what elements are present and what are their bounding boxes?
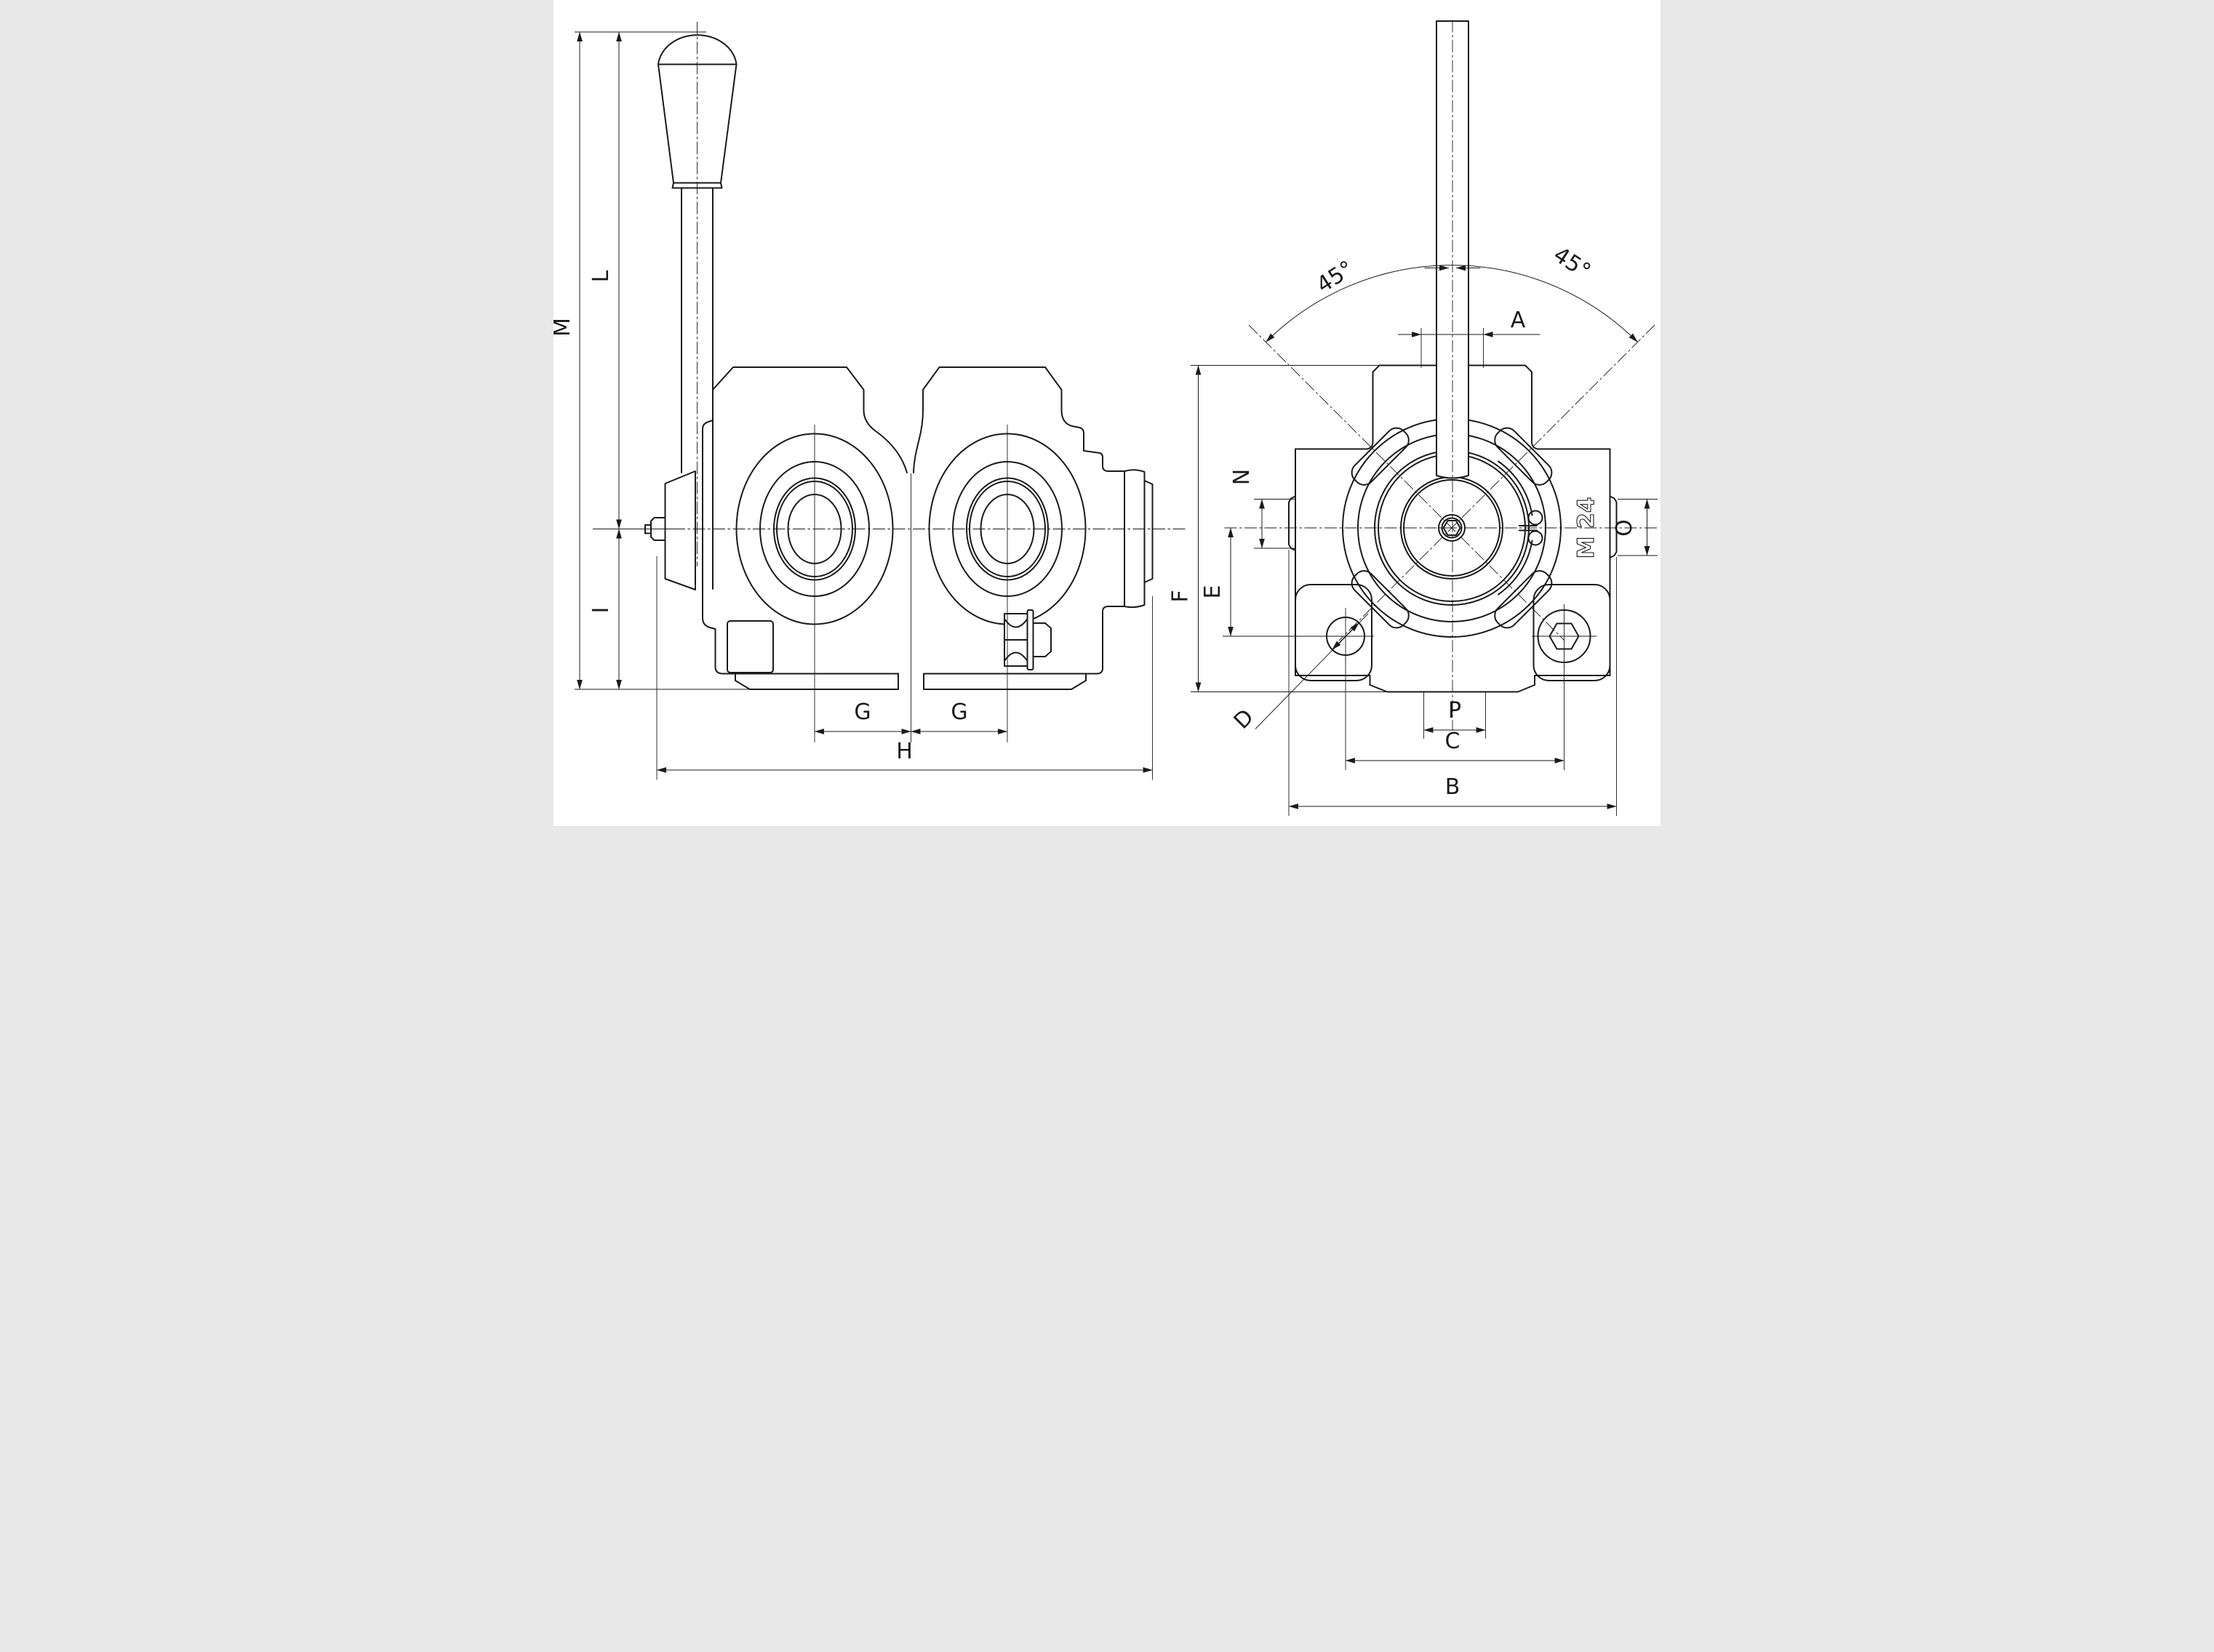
angle-label-left: 45° [1312,256,1359,298]
dim-label-H: H [896,739,913,764]
dim-label-N: N [1229,469,1255,485]
dim-label-M: M [554,318,575,337]
dim-label-G-right: G [951,699,967,725]
dimension-N: N [1229,469,1296,549]
dimension-F: F [1168,365,1397,692]
port-seat-left [1288,495,1296,551]
side-flange [1124,469,1154,609]
dim-label-P: P [1448,698,1461,723]
valve-body-side [702,366,1125,690]
mount-tab-left [1295,584,1372,681]
angle-label-right: 45° [1548,242,1595,284]
relief-pocket [727,620,774,673]
diagonal-45-right [1338,324,1655,641]
drawing-sheet: M L I G G H [554,0,1660,826]
mount-hole-right [1532,604,1596,668]
circlip [1498,460,1543,596]
dimension-A: A [1398,308,1540,368]
dimensions-front-bottom: P C B [1288,550,1617,816]
dimension-E: E [1200,527,1326,637]
dim-label-I: I [588,607,614,614]
thread-label-M24: M 24 [1573,497,1599,559]
mount-tab-right [1532,584,1611,681]
dimension-O: O [1612,499,1658,556]
diagonal-45-left [1248,324,1565,641]
front-view: 45° 45° A N E [1168,20,1659,816]
dimensions-side-bottom: G G H [656,556,1153,780]
side-view: M L I G G H [554,22,1186,780]
dim-label-L: L [588,270,614,282]
dim-label-D: D [1229,705,1259,734]
valve-dimension-drawing: M L I G G H [554,0,1660,826]
lever-bracket [664,470,696,590]
dim-label-C: C [1445,729,1460,754]
dim-label-B: B [1445,774,1460,800]
dim-label-O: O [1612,519,1637,537]
port-seat-right [1609,495,1618,558]
dim-label-E: E [1200,585,1226,599]
dim-label-F: F [1168,590,1194,602]
dim-label-G-left: G [854,699,871,725]
hex-plug [1004,609,1052,670]
dimensions-side-left: M L I [554,31,808,690]
dim-label-A: A [1511,308,1526,333]
lever-arm [681,187,714,590]
